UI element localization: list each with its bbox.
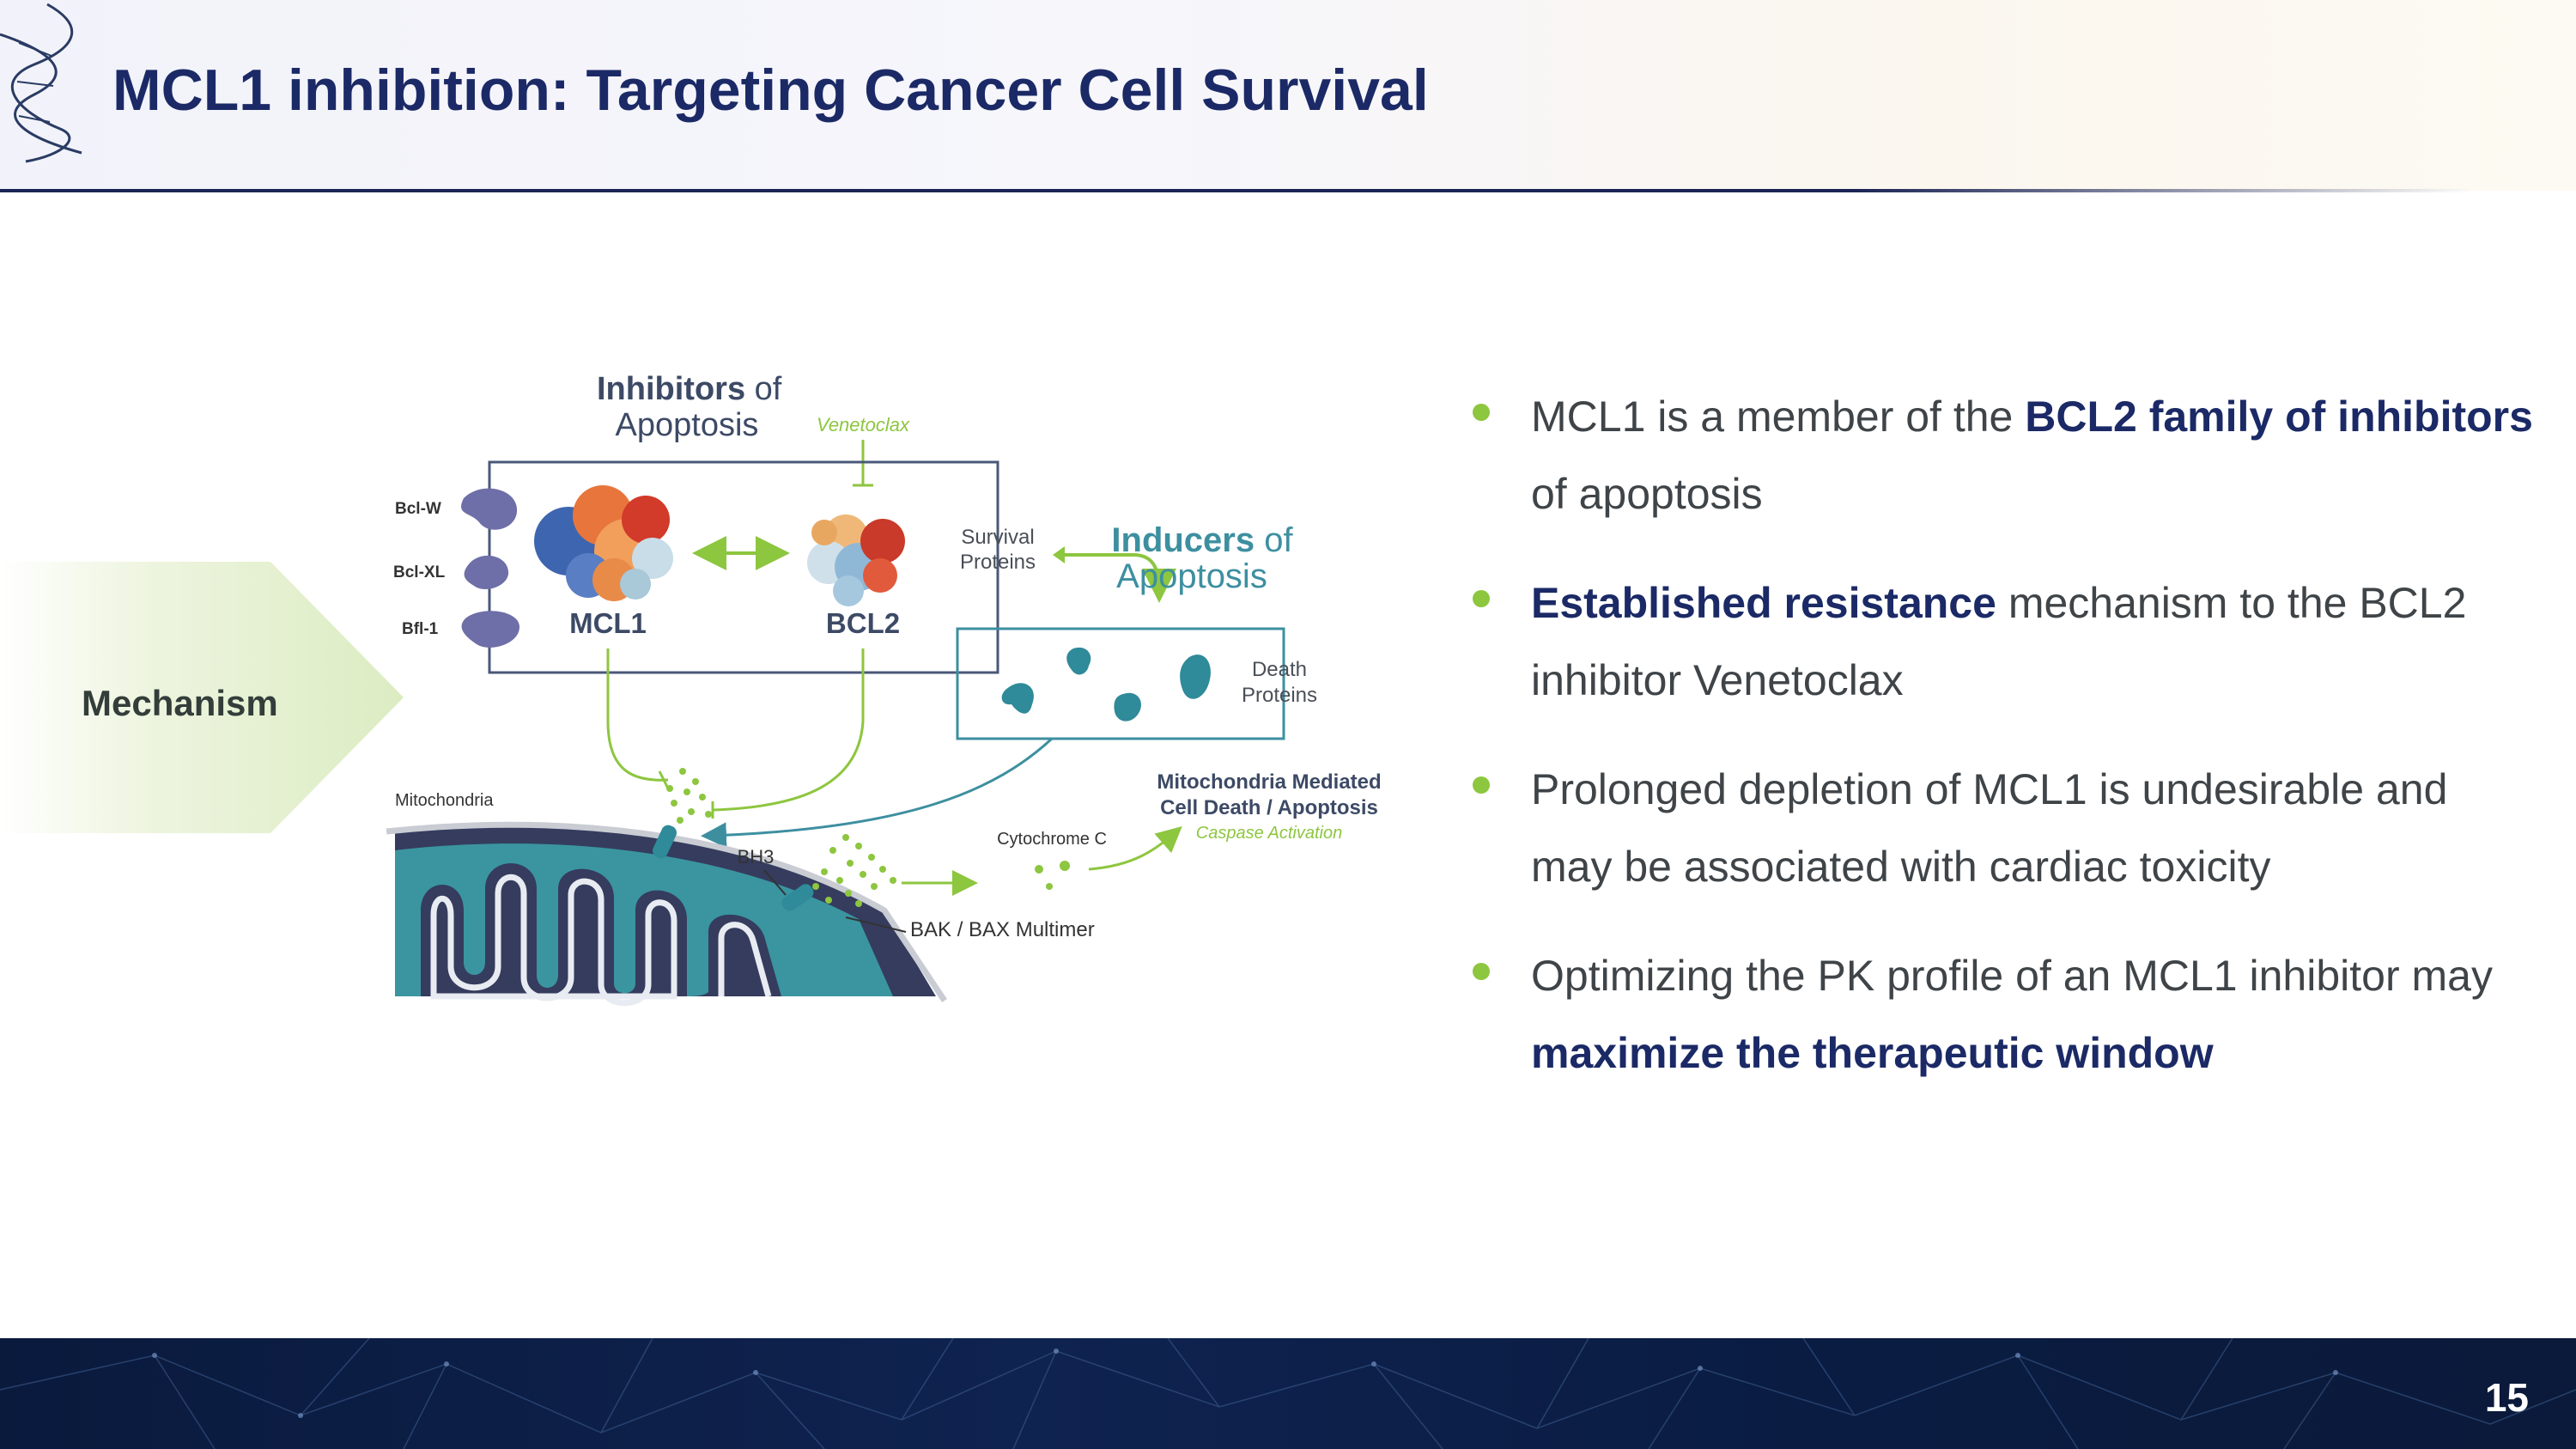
mito-death-label-line2: Cell Death / Apoptosis (1160, 796, 1378, 819)
bullet-marker (1473, 776, 1490, 794)
bcl-w-protein (461, 488, 518, 530)
bullet-item: Optimizing the PK profile of an MCL1 inh… (1468, 937, 2533, 1092)
bullet-marker (1473, 963, 1490, 980)
bullet-list: MCL1 is a member of the BCL2 family of i… (1468, 378, 2533, 1123)
slide-header (0, 0, 2576, 191)
header-divider (0, 189, 2473, 192)
section-label: Mechanism (82, 683, 278, 723)
mitochondria-illustration (386, 821, 947, 1007)
survival-proteins-label: Survival (961, 526, 1034, 549)
bcl-w-label: Bcl-W (395, 500, 441, 518)
cytochrome-c-particles (1035, 861, 1070, 890)
bullet-item: MCL1 is a member of the BCL2 family of i… (1468, 378, 2533, 533)
slide-footer (0, 1338, 2576, 1449)
bh3-label: BH3 (738, 846, 775, 868)
apoptosis-pathway-diagram: Inhibitors of Apoptosis Venetoclax Bcl-W… (386, 371, 1382, 1007)
inducers-title: Inducers of (1111, 521, 1293, 559)
bfl-1-protein (461, 611, 519, 648)
mito-death-label: Mitochondria Mediated (1157, 770, 1381, 794)
bh3-particles (666, 768, 712, 824)
bullet-item: Prolonged depletion of MCL1 is undesirab… (1468, 751, 2533, 905)
network-pattern (0, 1338, 2576, 1449)
venetoclax-label: Venetoclax (817, 414, 910, 435)
inhibitors-title-line2: Apoptosis (616, 407, 759, 443)
mechanism-chevron (0, 562, 404, 833)
bak-bax-label: BAK / BAX Multimer (910, 918, 1095, 941)
inducers-title-line2: Apoptosis (1116, 557, 1267, 595)
death-protein-2 (1066, 647, 1091, 675)
bullet-marker (1473, 590, 1490, 607)
bullet-marker (1473, 404, 1490, 421)
bcl2-label: BCL2 (826, 607, 900, 639)
death-protein-1 (1001, 683, 1034, 714)
mitochondria-label: Mitochondria (395, 791, 494, 810)
bfl-1-label: Bfl-1 (402, 620, 439, 638)
death-protein-4 (1180, 654, 1211, 699)
caspase-label: Caspase Activation (1196, 824, 1342, 843)
dna-helix-icon (0, 3, 82, 163)
mcl1-protein-structure (534, 485, 673, 601)
page-number: 15 (2484, 1375, 2529, 1420)
bcl-xl-protein (464, 555, 509, 589)
bcl-xl-label: Bcl-XL (393, 563, 446, 581)
death-proteins-label-line2: Proteins (1242, 684, 1317, 707)
cytochrome-c-label: Cytochrome C (997, 830, 1107, 849)
page-title: MCL1 inhibition: Targeting Cancer Cell S… (112, 58, 1429, 123)
death-protein-3 (1114, 692, 1141, 721)
death-proteins-box (956, 627, 1285, 740)
bcl2-protein-structure (807, 514, 905, 606)
mcl1-label: MCL1 (569, 607, 647, 639)
survival-proteins-label-line2: Proteins (960, 551, 1036, 574)
bullet-item: Established resistance mechanism to the … (1468, 564, 2533, 719)
death-proteins-label: Death (1252, 658, 1307, 681)
inhibitors-title: Inhibitors of (597, 371, 782, 407)
bak-bax-particles (812, 834, 896, 907)
